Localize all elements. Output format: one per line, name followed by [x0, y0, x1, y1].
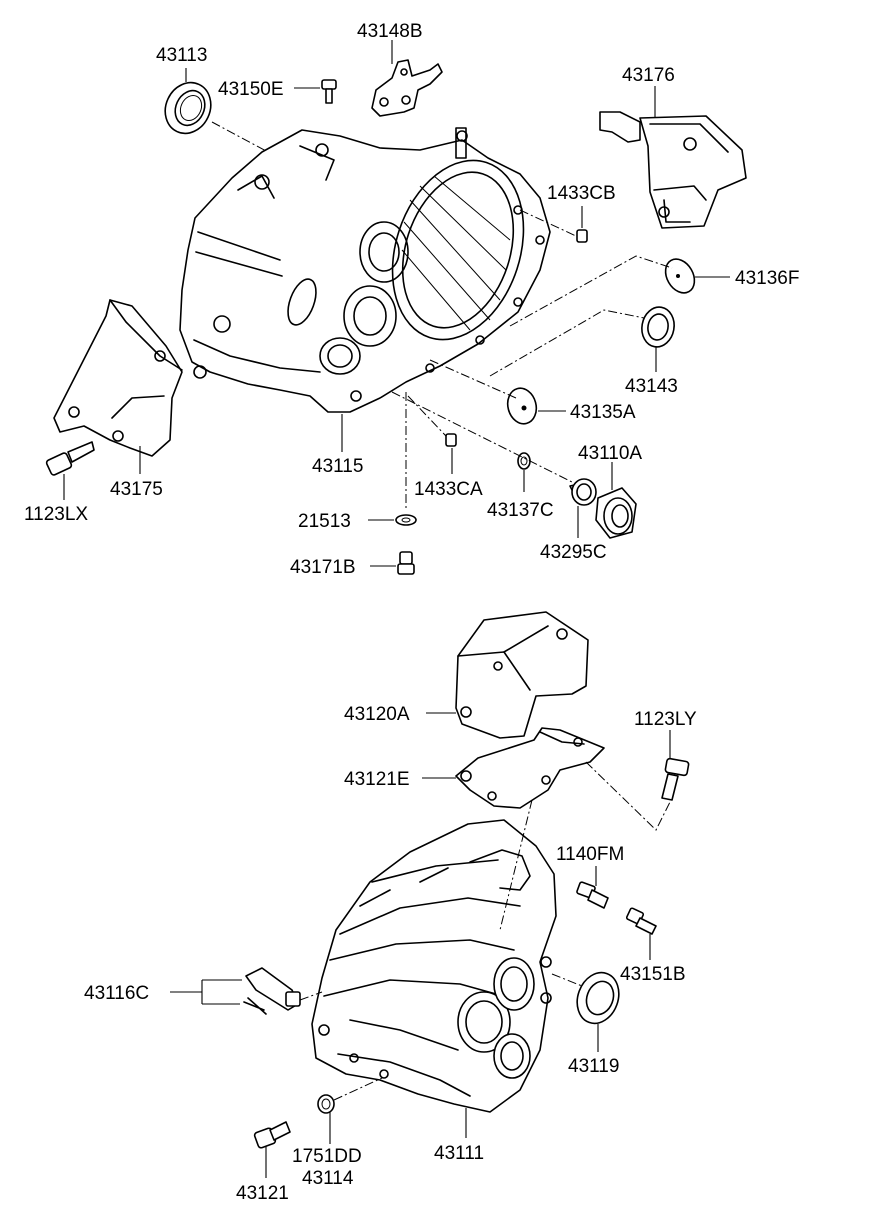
bracket-43120a [455, 611, 589, 739]
sleeve-43110a [595, 487, 637, 539]
label-43137c: 43137C [487, 500, 554, 521]
label-43121e: 43121E [344, 769, 410, 790]
label-43116c: 43116C [84, 983, 149, 1004]
washer-1751dd [317, 1094, 335, 1114]
label-43119: 43119 [568, 1056, 619, 1077]
label-1140fm: 1140FM [556, 844, 624, 865]
label-43175: 43175 [110, 479, 163, 500]
label-43110a: 43110A [578, 443, 642, 464]
label-43295c: 43295C [540, 542, 607, 563]
transmission-housing-43111 [311, 819, 557, 1113]
label-43113: 43113 [156, 45, 207, 66]
bolt-1140fm [576, 881, 609, 909]
bracket-43176 [599, 111, 747, 229]
label-43148b: 43148B [357, 21, 423, 42]
bushing-43295c [569, 478, 597, 506]
plug-43135a [506, 387, 538, 425]
bolt-43150e [321, 79, 337, 104]
label-43176: 43176 [622, 65, 675, 86]
label-43114: 43114 [302, 1168, 354, 1189]
label-1433ca: 1433CA [414, 479, 483, 500]
dowel-pin-1433ca [445, 433, 457, 447]
label-43111: 43111 [434, 1143, 484, 1164]
bolt-1123ly [661, 757, 690, 801]
bolt-43151b [625, 907, 657, 935]
label-1123ly: 1123LY [634, 709, 697, 730]
bracket-43175 [53, 299, 183, 457]
label-43151b: 43151B [620, 964, 686, 985]
bracket-43148b [371, 59, 443, 117]
washer-21513 [395, 514, 417, 526]
label-1751dd: 1751DD [292, 1146, 362, 1167]
label-1123lx: 1123LX [24, 504, 88, 525]
sensor-43116c [243, 967, 301, 1015]
drain-bolt-43121 [253, 1121, 291, 1149]
plate-43121e [455, 727, 605, 809]
bolt-1123lx [45, 441, 95, 476]
label-21513: 21513 [298, 511, 351, 532]
label-43115: 43115 [312, 456, 363, 477]
label-43150e: 43150E [218, 79, 284, 100]
transaxle-case-43115 [179, 127, 551, 413]
label-43135a: 43135A [570, 402, 636, 423]
label-43121: 43121 [236, 1183, 289, 1204]
label-1433cb: 1433CB [547, 183, 616, 204]
oil-seal-43113 [164, 81, 212, 135]
dowel-pin-1433cb [576, 229, 588, 243]
oil-seal-43119 [576, 971, 620, 1025]
label-43143: 43143 [625, 376, 678, 397]
label-43136f: 43136F [735, 268, 799, 289]
label-43171b: 43171B [290, 557, 356, 578]
oil-seal-43143 [641, 306, 675, 348]
label-43120a: 43120A [344, 704, 410, 725]
shim-43136f [664, 258, 696, 294]
plug-43171b [397, 551, 415, 575]
